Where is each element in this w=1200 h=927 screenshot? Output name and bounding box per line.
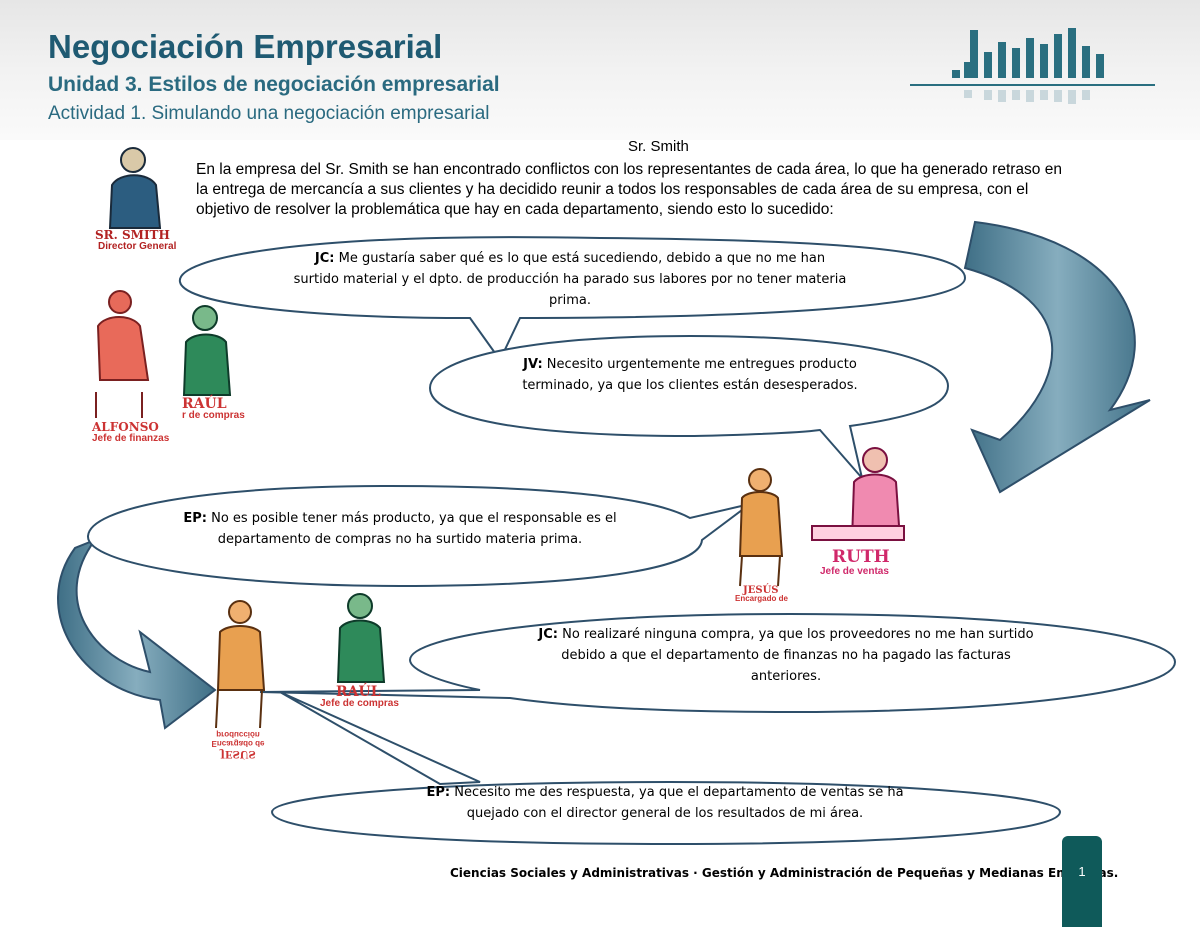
smith-name: SR. SMITH — [95, 228, 170, 242]
dialogue-2: JV: Necesito urgentemente me entregues p… — [520, 354, 860, 396]
speech-bubble-5 — [270, 691, 1062, 846]
raul2-name: RAÚL — [336, 684, 381, 700]
alfonso-figure — [95, 290, 150, 418]
dialogue-4-speaker: JC: — [538, 627, 558, 642]
ruth-figure — [811, 447, 905, 541]
dialogue-5-text: Necesito me des respuesta, ya que el dep… — [454, 785, 904, 821]
page-number: 1 — [1078, 864, 1086, 879]
alfonso-name: ALFONSO — [92, 420, 159, 434]
dialogue-4-text: No realizaré ninguna compra, ya que los … — [561, 627, 1034, 684]
jesus2-label-mirrored: JESÚS Encargado de producción — [208, 730, 268, 759]
raul-figure-1 — [182, 305, 232, 396]
dialogue-3-speaker: EP: — [183, 511, 207, 526]
intro-speaker: Sr. Smith — [628, 138, 689, 155]
smith-figure — [108, 147, 162, 229]
dialogue-2-text: Necesito urgentemente me entregues produ… — [522, 357, 858, 393]
bar-logo-icon — [910, 28, 1155, 104]
intro-paragraph: En la empresa del Sr. Smith se han encon… — [196, 161, 1062, 218]
smith-role: Director General — [98, 241, 177, 252]
unit-subtitle: Unidad 3. Estilos de negociación empresa… — [48, 73, 500, 96]
dialogue-1-text: Me gustaría saber qué es lo que está suc… — [293, 251, 847, 308]
page-number-tab: 1 — [1062, 836, 1102, 927]
raul1-name: RAÚL — [182, 396, 227, 412]
speech-bubble-4 — [259, 612, 1177, 714]
raul1-role: r de compras — [182, 410, 245, 421]
jesus1-name: JESÚS — [743, 585, 779, 596]
dialogue-4: JC: No realizaré ninguna compra, ya que … — [526, 624, 1046, 687]
right-curved-arrow — [963, 220, 1151, 494]
dialogue-3-text: No es posible tener más producto, ya que… — [211, 511, 617, 547]
dialogue-3: EP: No es posible tener más producto, ya… — [180, 508, 620, 550]
dialogue-5-speaker: EP: — [426, 785, 451, 800]
alfonso-role: Jefe de finanzas — [92, 433, 170, 444]
ruth-role: Jefe de ventas — [820, 566, 889, 577]
speech-bubble-2 — [428, 334, 950, 479]
dialogue-2-speaker: JV: — [523, 357, 543, 372]
dialogue-1-speaker: JC: — [314, 251, 335, 266]
jesus1-role: Encargado de — [735, 594, 788, 603]
jesus2-role: Encargado de producción — [211, 730, 265, 748]
left-curved-arrow — [57, 537, 217, 730]
jesus2-name: JESÚS — [220, 748, 256, 759]
raul2-role: Jefe de compras — [320, 698, 399, 709]
page-title: Negociación Empresarial — [48, 28, 443, 65]
jesus-figure-1 — [738, 468, 784, 587]
dialogue-5: EP: Necesito me des respuesta, ya que el… — [410, 782, 920, 824]
speech-bubble-3 — [86, 484, 751, 588]
dialogue-1: JC: Me gustaría saber qué es lo que está… — [292, 248, 848, 311]
raul-figure-2 — [336, 593, 386, 683]
speech-bubble-1 — [178, 236, 967, 362]
activity-subtitle: Actividad 1. Simulando una negociación e… — [48, 103, 490, 124]
footer-text: Ciencias Sociales y Administrativas · Ge… — [450, 866, 1119, 880]
ruth-name: RUTH — [832, 547, 890, 567]
jesus-figure-2 — [215, 600, 266, 729]
